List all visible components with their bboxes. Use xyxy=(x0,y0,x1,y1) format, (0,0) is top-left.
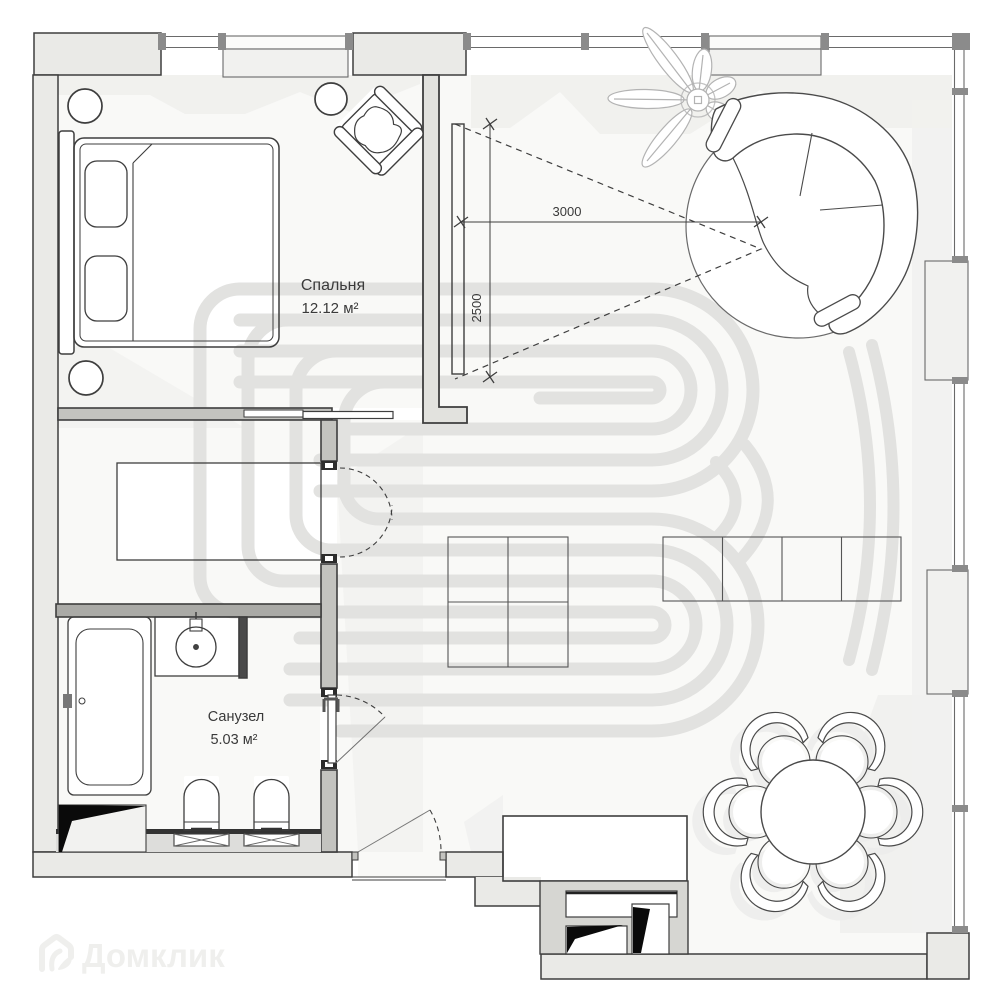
svg-text:12.12 м²: 12.12 м² xyxy=(301,300,358,317)
svg-text:5.03 м²: 5.03 м² xyxy=(210,732,257,748)
svg-text:2500: 2500 xyxy=(469,294,484,323)
svg-text:3000: 3000 xyxy=(553,204,582,219)
svg-text:Домклик: Домклик xyxy=(82,937,225,974)
svg-text:Санузел: Санузел xyxy=(208,709,265,725)
svg-text:Спальня: Спальня xyxy=(301,277,365,294)
